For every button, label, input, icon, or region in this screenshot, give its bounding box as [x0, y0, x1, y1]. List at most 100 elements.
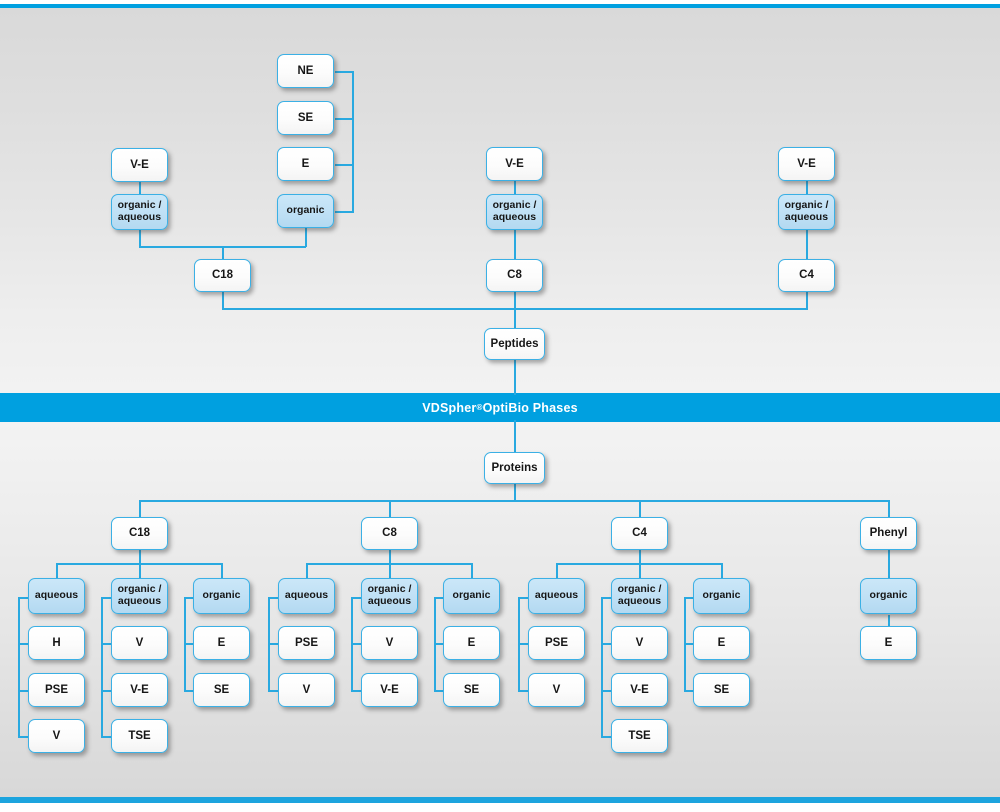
node-proteins-c18-orgaq-ve[interactable]: V-E: [111, 673, 168, 707]
rail-c18-organic-top: [184, 597, 196, 599]
node-proteins-c8-orgaq-v[interactable]: V: [361, 626, 418, 660]
line-down-into-c18: [222, 246, 224, 260]
rail-c18-aqueous: [18, 597, 20, 736]
rail-c18-orgaq-top: [101, 597, 113, 599]
node-proteins-phase-phenyl[interactable]: Phenyl: [860, 517, 917, 550]
node-proteins-c18-orgaq-v[interactable]: V: [111, 626, 168, 660]
node-proteins-c18-aqueous-v[interactable]: V: [28, 719, 85, 753]
brand-banner: [0, 393, 1000, 422]
modifier-text: organic / aqueous: [117, 583, 162, 608]
node-peptides-c8-organic-aqueous[interactable]: organic / aqueous: [486, 194, 543, 230]
node-peptides-c18-organic[interactable]: organic: [277, 194, 334, 228]
line-c8p-to-orgaq: [389, 563, 391, 578]
node-proteins-c18-orgaq-tse[interactable]: TSE: [111, 719, 168, 753]
modifier-text: organic / aqueous: [617, 583, 662, 608]
rail-c18-orgaq-tse: [101, 736, 113, 738]
rail-c8-organic-top: [434, 597, 446, 599]
line-c8p-down: [389, 549, 391, 564]
node-proteins-c18-aqueous-pse[interactable]: PSE: [28, 673, 85, 707]
node-proteins-c18-organic-aqueous[interactable]: organic / aqueous: [111, 578, 168, 614]
modifier-line-2: aqueous: [784, 211, 829, 223]
modifier-line-1: organic /: [117, 583, 162, 596]
node-proteins-c8-organic-aqueous[interactable]: organic / aqueous: [361, 578, 418, 614]
line-c4p-to-orgaq: [639, 563, 641, 578]
node-proteins-c18-aqueous[interactable]: aqueous: [28, 578, 85, 614]
node-proteins-c4-aqueous-v[interactable]: V: [528, 673, 585, 707]
node-proteins-c8-aqueous[interactable]: aqueous: [278, 578, 335, 614]
node-proteins-c4-aqueous-pse[interactable]: PSE: [528, 626, 585, 660]
line-bus-to-phenyl: [888, 500, 890, 518]
line-peptides-to-banner: [514, 359, 516, 395]
node-proteins-c4-organic-e[interactable]: E: [693, 626, 750, 660]
node-proteins-c4-organic[interactable]: organic: [693, 578, 750, 614]
node-root-peptides[interactable]: Peptides: [484, 328, 545, 360]
line-c4-to-bus: [806, 291, 808, 309]
node-proteins-phenyl-organic-e[interactable]: E: [860, 626, 917, 660]
node-peptides-c8-ve[interactable]: V-E: [486, 147, 543, 181]
node-root-proteins[interactable]: Proteins: [484, 452, 545, 484]
node-proteins-c8-orgaq-ve[interactable]: V-E: [361, 673, 418, 707]
node-peptides-phase-c8[interactable]: C8: [486, 259, 543, 292]
line-c18p-to-aqueous: [56, 563, 58, 578]
rail-c4-aqueous-pse: [518, 643, 530, 645]
node-proteins-c4-orgaq-v[interactable]: V: [611, 626, 668, 660]
node-proteins-c4-orgaq-ve[interactable]: V-E: [611, 673, 668, 707]
line-bus-to-c8: [389, 500, 391, 518]
node-proteins-c4-organic-se[interactable]: SE: [693, 673, 750, 707]
node-peptides-phase-c18[interactable]: C18: [194, 259, 251, 292]
node-proteins-c18-organic-e[interactable]: E: [193, 626, 250, 660]
rail-c18-organic-e: [184, 643, 196, 645]
modifier-line-2: aqueous: [492, 211, 537, 223]
node-proteins-c8-organic-se[interactable]: SE: [443, 673, 500, 707]
line-rail-ne: [335, 71, 354, 73]
line-c18p-to-orgaq: [139, 563, 141, 578]
node-peptides-c18-organic-aqueous[interactable]: organic / aqueous: [111, 194, 168, 230]
node-peptides-c4-organic-aqueous[interactable]: organic / aqueous: [778, 194, 835, 230]
node-proteins-c18-organic-se[interactable]: SE: [193, 673, 250, 707]
node-peptides-c4-ve[interactable]: V-E: [778, 147, 835, 181]
modifier-line-2: aqueous: [617, 595, 662, 607]
line-ve-to-orgaq-c8: [514, 180, 516, 194]
node-proteins-c8-aqueous-pse[interactable]: PSE: [278, 626, 335, 660]
rail-c4-organic-se: [684, 690, 696, 692]
line-bus-to-peptides: [514, 308, 516, 330]
node-proteins-c4-aqueous[interactable]: aqueous: [528, 578, 585, 614]
node-proteins-phase-c18[interactable]: C18: [111, 517, 168, 550]
node-proteins-c8-organic[interactable]: organic: [443, 578, 500, 614]
bottom-accent-rule: [0, 797, 1000, 803]
node-peptides-phase-c4[interactable]: C4: [778, 259, 835, 292]
node-peptides-c18-se[interactable]: SE: [277, 101, 334, 135]
modifier-text: organic / aqueous: [367, 583, 412, 608]
rail-c8-organic-se: [434, 690, 446, 692]
line-bus-to-c4: [639, 500, 641, 518]
node-peptides-c18-ne[interactable]: NE: [277, 54, 334, 88]
node-proteins-c18-aqueous-h[interactable]: H: [28, 626, 85, 660]
modifier-line-2: aqueous: [367, 595, 412, 607]
modifier-line-1: organic /: [617, 583, 662, 596]
node-proteins-phase-c8[interactable]: C8: [361, 517, 418, 550]
rail-c8-orgaq-v: [351, 643, 363, 645]
node-proteins-c4-orgaq-tse[interactable]: TSE: [611, 719, 668, 753]
node-peptides-c18-ve[interactable]: V-E: [111, 148, 168, 182]
modifier-line-2: aqueous: [117, 211, 162, 223]
node-proteins-c8-organic-e[interactable]: E: [443, 626, 500, 660]
line-proteins-bus: [139, 500, 889, 502]
modifier-line-2: aqueous: [117, 595, 162, 607]
banner-suffix: OptiBio Phases: [482, 400, 578, 415]
node-proteins-c18-organic[interactable]: organic: [193, 578, 250, 614]
node-peptides-c18-e[interactable]: E: [277, 147, 334, 181]
node-proteins-c8-aqueous-v[interactable]: V: [278, 673, 335, 707]
rail-c18-aqueous-top: [18, 597, 30, 599]
top-accent-rule: [0, 4, 1000, 8]
node-proteins-phenyl-organic[interactable]: organic: [860, 578, 917, 614]
rail-c4-orgaq: [601, 597, 603, 736]
node-proteins-phase-c4[interactable]: C4: [611, 517, 668, 550]
line-c4p-to-organic: [721, 563, 723, 578]
modifier-text: organic / aqueous: [117, 199, 162, 224]
rail-c18-orgaq-ve: [101, 690, 113, 692]
rail-c8-orgaq-ve: [351, 690, 363, 692]
node-proteins-c4-organic-aqueous[interactable]: organic / aqueous: [611, 578, 668, 614]
rail-c4-orgaq-v: [601, 643, 613, 645]
banner-title: VDSpher® OptiBio Phases: [422, 400, 578, 415]
